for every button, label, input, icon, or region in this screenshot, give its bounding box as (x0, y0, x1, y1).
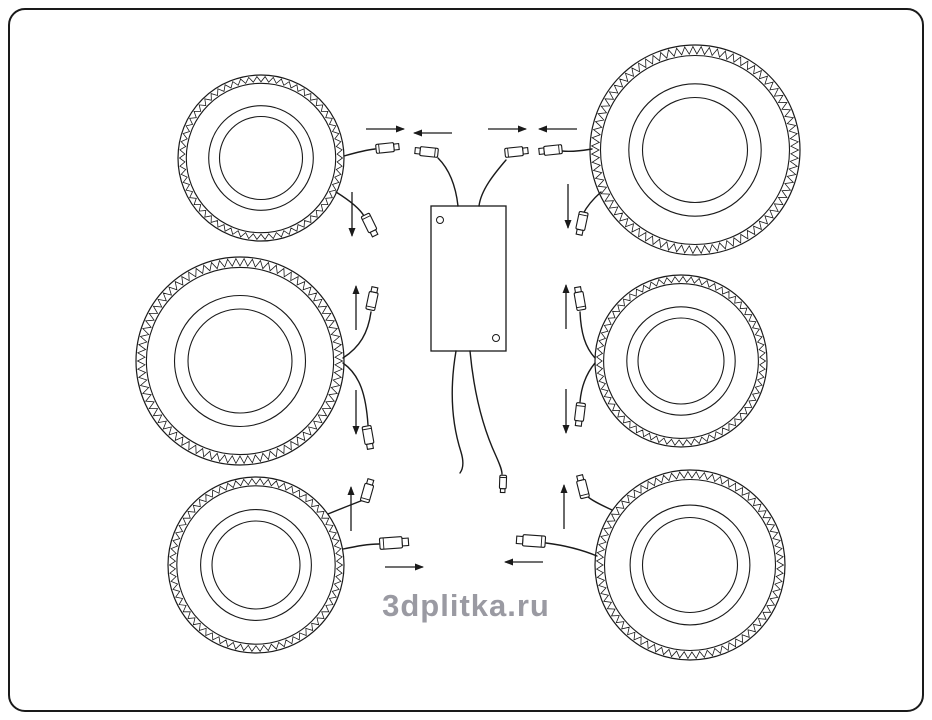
connector-plug (365, 286, 379, 312)
wire (579, 362, 596, 403)
wire (342, 543, 380, 550)
wire (451, 350, 464, 474)
connector-plug (515, 534, 547, 548)
connector-plug (573, 286, 587, 311)
lamp-decorative-rim (595, 275, 767, 447)
wire (327, 499, 364, 515)
lamp-decorative-rim (595, 470, 785, 660)
lamp-decorative-rim (136, 257, 344, 465)
lamp-decorative-rim (590, 45, 800, 255)
downlight-lamp-top-left (177, 74, 345, 242)
wire (343, 148, 376, 157)
wire (545, 542, 598, 557)
connector-plug (498, 474, 508, 494)
connector-plug (575, 210, 589, 236)
wire (586, 495, 613, 511)
downlight-lamp-bottom-left (167, 476, 345, 654)
downlight-lamp-mid-left (135, 256, 345, 466)
diagram-border (8, 8, 924, 712)
driver-mount-hole (492, 334, 500, 342)
connector-plug (576, 474, 590, 500)
wire (469, 350, 503, 475)
wire (342, 311, 372, 359)
downlight-lamp-top-right (589, 44, 801, 256)
watermark: 3dplitka.ru (382, 588, 550, 623)
wire (579, 311, 596, 359)
driver-mount-hole (436, 216, 444, 224)
connector-plug (574, 402, 586, 427)
wire (342, 362, 369, 426)
connector-plug (504, 146, 529, 158)
connector-plug (538, 144, 563, 156)
wire (437, 157, 459, 207)
lamp-decorative-rim (178, 75, 344, 241)
wire (478, 159, 507, 207)
lamp-decorative-rim (168, 477, 344, 653)
connector-plug (378, 536, 410, 550)
wire (561, 148, 593, 153)
downlight-lamp-bottom-right (594, 469, 786, 661)
connector-plug (375, 142, 400, 154)
wire (335, 191, 365, 217)
led-driver-box (430, 205, 507, 352)
wire (582, 191, 602, 215)
connector-plug (361, 425, 375, 450)
connector-plug (359, 478, 375, 504)
downlight-lamp-mid-right (594, 274, 768, 448)
connector-plug (414, 146, 439, 158)
connector-plug (360, 212, 379, 238)
